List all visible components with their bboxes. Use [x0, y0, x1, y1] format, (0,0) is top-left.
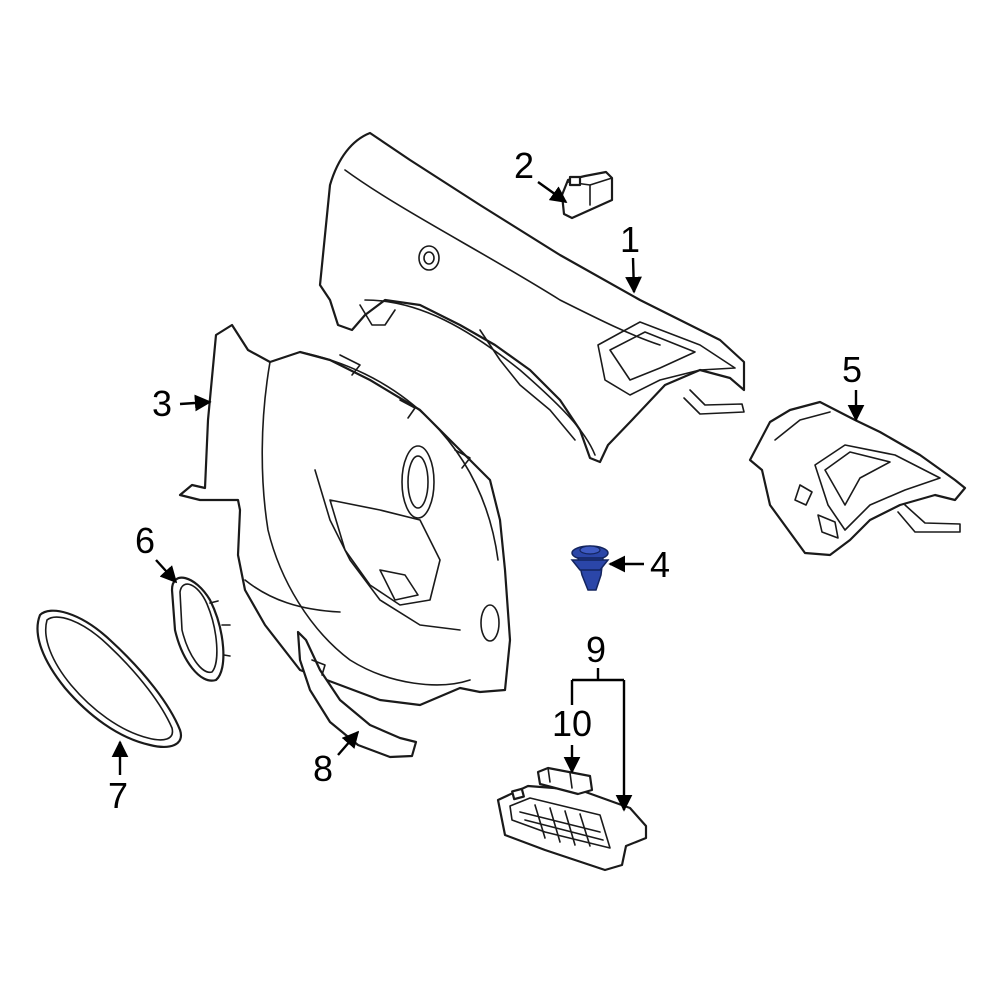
callout-9: 9 — [586, 629, 606, 670]
leader-9-bracket — [570, 668, 624, 705]
callout-4: 4 — [650, 544, 670, 585]
part-3-splash-shield[interactable] — [178, 323, 512, 707]
callout-1: 1 — [620, 219, 640, 260]
callout-5: 5 — [842, 349, 862, 390]
callout-7: 7 — [108, 775, 128, 816]
part-2-bracket[interactable] — [560, 170, 614, 220]
part-1-fender[interactable] — [318, 131, 746, 464]
leader-6 — [155, 559, 178, 584]
callout-8: 8 — [313, 748, 333, 789]
part-7-oval-seal[interactable] — [36, 609, 183, 748]
leader-8 — [337, 730, 360, 756]
leader-3 — [179, 394, 212, 412]
part-6-trim-ring[interactable] — [170, 576, 231, 682]
leader-1 — [625, 257, 642, 294]
leader-2 — [537, 181, 568, 203]
callout-6: 6 — [135, 520, 155, 561]
callout-10: 10 — [552, 703, 592, 744]
part-10-grille-clip[interactable] — [536, 766, 594, 796]
callout-3: 3 — [152, 383, 172, 424]
part-5-liner[interactable] — [748, 400, 967, 557]
part-4-push-clip[interactable] — [570, 545, 610, 591]
callout-2: 2 — [514, 145, 534, 186]
